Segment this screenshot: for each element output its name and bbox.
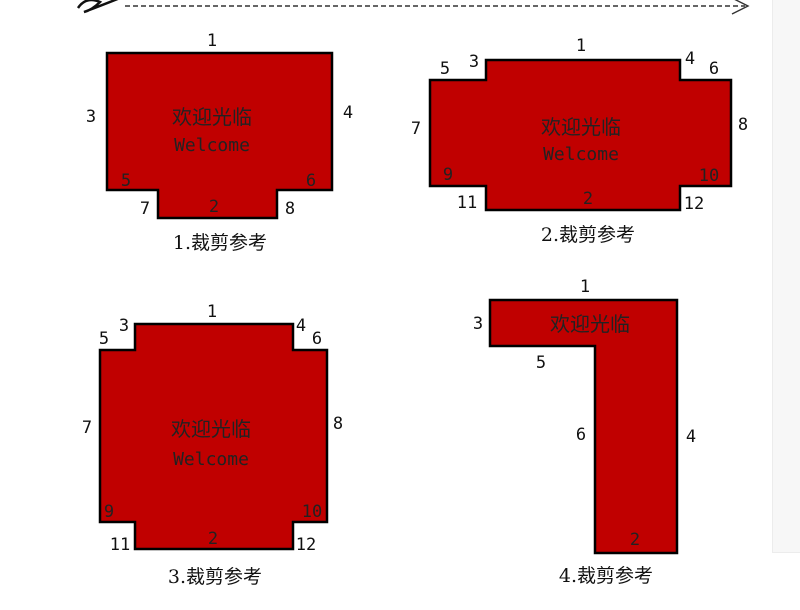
diagram-3-chinese-text: 欢迎光临 [171,417,251,441]
diagram-2-label-10: 10 [699,166,719,186]
diagram-1: 1 3 4 5 6 7 2 8 欢迎光临 Welcome 1.裁剪参考 [86,31,353,254]
diagram-4-label-4: 4 [686,427,696,447]
diagram-4-label-6: 6 [576,425,586,445]
diagram-2-label-6: 6 [709,59,719,79]
diagram-3-label-1: 1 [207,302,217,322]
arrow-head-icon [731,0,750,15]
diagram-3-label-8: 8 [333,414,343,434]
diagram-2-label-9: 9 [443,165,453,185]
diagram-4-label-5: 5 [536,353,546,373]
diagram-3-label-2: 2 [208,529,218,549]
diagram-4-shape [488,298,679,555]
diagram-3-label-5: 5 [99,329,109,349]
diagram-1-label-1: 1 [207,31,217,51]
diagram-3-label-7: 7 [82,418,92,438]
diagram-2-caption: 2.裁剪参考 [541,224,635,246]
diagram-3-label-6: 6 [312,329,322,349]
diagram-3: 1 3 4 5 6 7 8 9 10 11 2 12 欢迎光临 Welcome … [82,302,343,588]
diagram-1-label-2: 2 [209,197,219,217]
diagram-3-label-9: 9 [104,502,114,522]
diagram-3-label-10: 10 [302,502,322,522]
diagram-3-label-11: 11 [110,535,130,555]
diagram-1-label-7: 7 [140,199,150,219]
diagram-2-english-text: Welcome [543,144,619,165]
diagram-2-label-12: 12 [684,194,704,214]
diagram-2-chinese-text: 欢迎光临 [541,115,621,139]
diagram-3-label-12: 12 [296,535,316,555]
diagram-1-caption: 1.裁剪参考 [173,232,267,254]
diagram-4: 1 3 5 6 4 2 欢迎光临 4.裁剪参考 [473,277,696,587]
diagram-2-label-2: 2 [583,189,593,209]
top-arrow [76,0,750,15]
diagram-3-label-3: 3 [119,316,129,336]
diagram-3-label-4: 4 [296,316,306,336]
diagram-4-caption: 4.裁剪参考 [559,565,653,587]
diagram-3-english-text: Welcome [173,449,249,470]
diagram-4-label-1: 1 [580,277,590,297]
diagram-4-label-3: 3 [473,314,483,334]
diagram-1-label-8: 8 [285,199,295,219]
diagram-1-label-5: 5 [121,171,131,191]
diagram-2-label-11: 11 [457,193,477,213]
diagram-2-shape [428,58,733,212]
diagram-2-label-1: 1 [576,36,586,56]
diagram-2: 1 3 4 5 6 7 8 9 10 11 2 12 欢迎光临 Welcome … [411,36,748,246]
diagram-2-label-7: 7 [411,119,421,139]
diagram-3-caption: 3.裁剪参考 [168,566,262,588]
diagram-2-label-5: 5 [440,59,450,79]
diagram-2-label-4: 4 [685,49,695,69]
diagram-1-label-3: 3 [86,107,96,127]
diagram-2-label-3: 3 [469,52,479,72]
diagram-4-label-2: 2 [630,530,640,550]
diagram-3-shape [98,322,329,551]
diagram-1-english-text: Welcome [174,135,250,156]
diagram-4-chinese-text: 欢迎光临 [550,312,630,336]
diagram-2-label-8: 8 [738,115,748,135]
scrollbar-track[interactable] [772,0,800,553]
arrow-tail-decoration [76,0,119,14]
diagram-1-label-4: 4 [343,103,353,123]
diagram-1-label-6: 6 [306,171,316,191]
diagram-1-chinese-text: 欢迎光临 [172,105,252,129]
diagram-1-shape [105,51,334,220]
